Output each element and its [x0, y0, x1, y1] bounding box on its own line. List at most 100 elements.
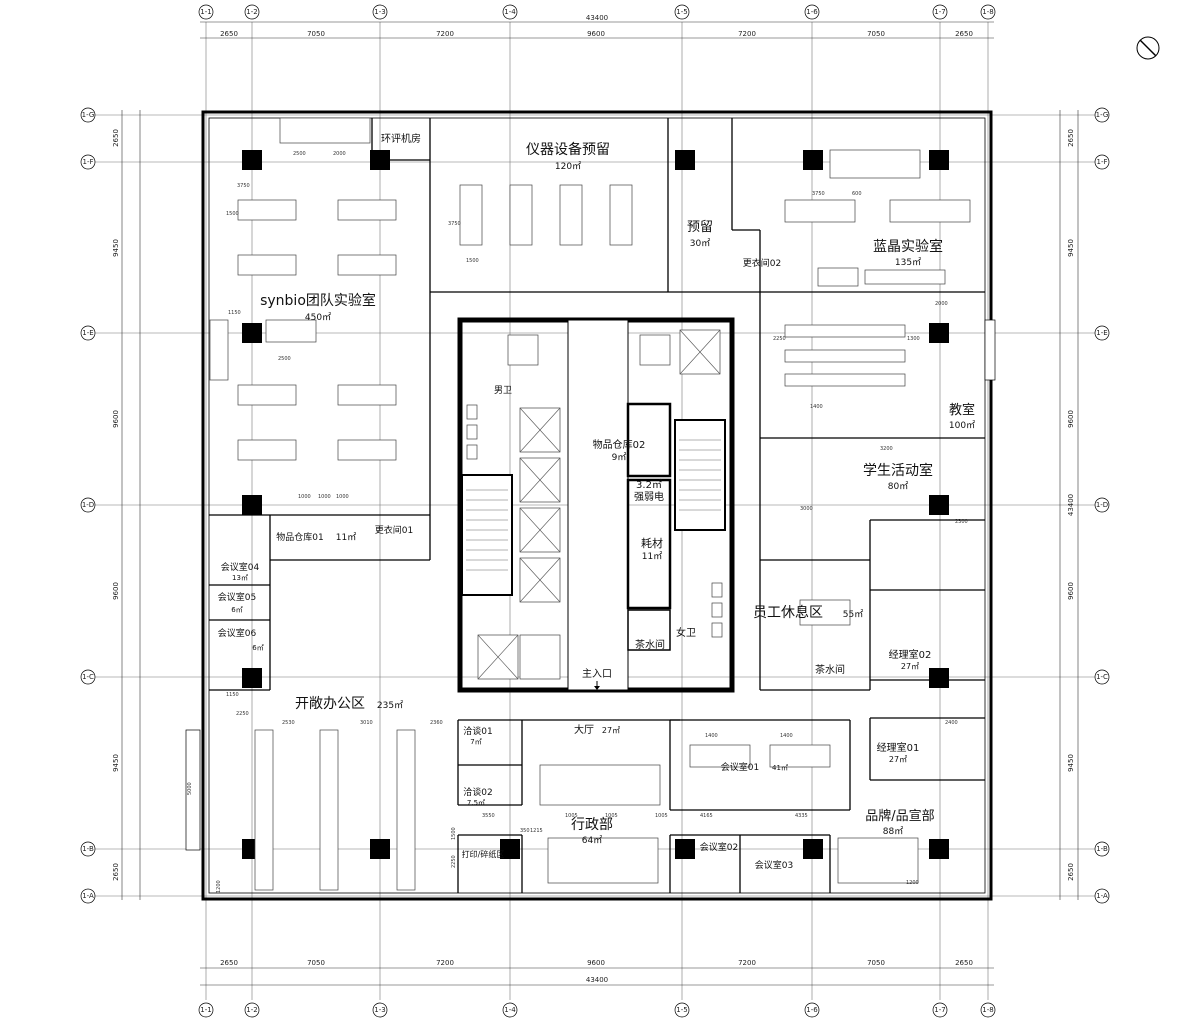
svg-text:2000: 2000 [333, 151, 346, 157]
grid-label-top-6: 1-6 [806, 8, 818, 16]
inner-dimensions: 3750 2500 2000 1500 1150 2500 3750 1500 … [187, 151, 968, 893]
svg-text:1500: 1500 [466, 258, 479, 264]
dim-left-3: 9600 [112, 410, 120, 428]
room-name-female-wc: 女卫 [676, 626, 696, 639]
svg-text:3000: 3000 [800, 506, 813, 512]
room-area-meeting06: 6㎡ [252, 644, 263, 652]
room-name-storage02: 物品仓库02 [593, 438, 646, 451]
dim-top-6: 7050 [867, 30, 885, 38]
grid-label-left-1: 1-G [82, 111, 95, 119]
svg-text:3200: 3200 [880, 446, 893, 452]
room-area-manager01: 27㎡ [889, 755, 907, 764]
dim-bottom-7: 2650 [955, 959, 973, 967]
room-area-brand: 88㎡ [883, 826, 903, 837]
room-name-changing02: 更衣间02 [743, 257, 781, 269]
dim-right-3: 9600 [1067, 410, 1075, 428]
grid-label-bottom-2: 1-2 [246, 1006, 257, 1014]
dim-left-2: 9450 [112, 239, 120, 257]
dim-top-4: 9600 [587, 30, 605, 38]
grid-label-left-7: 1-A [82, 892, 94, 900]
room-name-consumables: 耗材 [641, 536, 663, 550]
svg-text:4165: 4165 [700, 813, 713, 819]
dim-right-6: 2650 [1067, 863, 1075, 881]
grid-label-bottom-8: 1-8 [982, 1006, 993, 1014]
grid-label-bottom-1: 1-1 [200, 1006, 211, 1014]
dim-right-total: 43400 [1067, 494, 1075, 516]
dim-left-4: 9600 [112, 582, 120, 600]
dim-right-1: 2650 [1067, 129, 1075, 147]
partitions [209, 118, 985, 893]
svg-text:2250: 2250 [451, 855, 457, 868]
svg-text:3750: 3750 [237, 183, 250, 189]
dim-top-1: 2650 [220, 30, 238, 38]
room-area-meeting01: 41㎡ [772, 764, 788, 772]
grid-label-left-2: 1-F [82, 158, 93, 166]
room-name-elec: 强弱电 [634, 490, 664, 503]
classroom-desks [784, 324, 906, 387]
room-labels: synbio团队实验室 450㎡ 环评机房 仪器设备预留 120㎡ 预留 30㎡… [218, 132, 975, 871]
room-name-student: 学生活动室 [863, 462, 933, 479]
dim-bottom-5: 7200 [738, 959, 756, 967]
svg-text:1000: 1000 [318, 494, 331, 500]
dim-top-2: 7050 [307, 30, 325, 38]
grid-label-right-3: 1-E [1096, 329, 1107, 337]
svg-text:1000: 1000 [336, 494, 349, 500]
room-name-talk01: 洽谈01 [463, 725, 492, 737]
svg-text:1400: 1400 [705, 733, 718, 739]
room-name-classroom: 教室 [949, 402, 975, 418]
dim-total-top: 43400 [586, 14, 608, 22]
grid-label-right-2: 1-F [1096, 158, 1107, 166]
room-area-instrument: 120㎡ [555, 161, 581, 172]
grid-label-bottom-7: 1-7 [934, 1006, 945, 1014]
dim-text-bottom: 2650 7050 7200 9600 7200 7050 2650 43400 [220, 959, 973, 984]
grid-label-top-4: 1-4 [504, 8, 516, 16]
svg-text:2250: 2250 [773, 336, 786, 342]
svg-text:3010: 3010 [360, 720, 373, 726]
grid-label-left-3: 1-E [82, 329, 93, 337]
north-arrow-icon [1136, 36, 1160, 60]
svg-text:1005: 1005 [605, 813, 618, 819]
svg-text:1150: 1150 [226, 692, 239, 698]
room-area-staff-lounge: 55㎡ [843, 609, 863, 620]
room-area-blue-lab: 135㎡ [895, 257, 921, 268]
grid-label-top-5: 1-5 [676, 8, 687, 16]
room-name-lobby: 大厅 [574, 723, 594, 736]
svg-text:5000: 5000 [187, 782, 193, 795]
svg-text:3550: 3550 [482, 813, 495, 819]
room-area-admin: 64㎡ [582, 835, 602, 846]
room-area-classroom: 100㎡ [949, 420, 975, 431]
grid-label-top-2: 1-2 [246, 8, 257, 16]
svg-text:1300: 1300 [907, 336, 920, 342]
room-name-tea-room2: 茶水间 [815, 663, 845, 676]
svg-text:1500: 1500 [451, 827, 457, 840]
room-name-meeting02: 会议室02 [700, 841, 738, 853]
dim-top-7: 2650 [955, 30, 973, 38]
structural-columns [242, 150, 949, 859]
room-area-reserve: 30㎡ [690, 238, 710, 249]
svg-text:2500: 2500 [293, 151, 306, 157]
svg-text:1200: 1200 [906, 880, 919, 886]
room-area-manager02: 27㎡ [901, 662, 919, 671]
grid-label-bottom-3: 1-3 [374, 1006, 385, 1014]
grid-bubbles-bottom: 1-1 1-2 1-3 1-4 1-5 1-6 1-7 1-8 [198, 1002, 996, 1018]
grid-label-right-7: 1-A [1096, 892, 1108, 900]
room-area-meeting05: 6㎡ [231, 606, 242, 614]
svg-text:4335: 4335 [795, 813, 808, 819]
room-name-synbio: synbio团队实验室 [260, 292, 376, 309]
room-name-instrument: 仪器设备预留 [526, 141, 610, 158]
svg-text:1000: 1000 [298, 494, 311, 500]
room-name-hvac: 环评机房 [381, 132, 421, 145]
lab-benches-synbio [209, 117, 397, 461]
room-name-meeting03: 会议室03 [755, 859, 793, 871]
room-area-elec: 3.2㎡ [636, 479, 662, 491]
grid-label-bottom-6: 1-6 [806, 1006, 818, 1014]
grid-label-right-4: 1-D [1096, 501, 1108, 509]
entrance-arrow-icon [594, 681, 600, 690]
room-area-storage02: 9㎡ [612, 452, 627, 463]
room-name-main-entrance: 主入口 [582, 668, 612, 680]
svg-text:600: 600 [852, 191, 862, 197]
dimension-chains [121, 21, 1079, 986]
room-name-reserve: 预留 [687, 220, 713, 235]
room-name-meeting01: 会议室01 [721, 761, 759, 773]
dim-text-right: 2650 9450 9600 43400 9600 9450 2650 [1067, 129, 1075, 881]
